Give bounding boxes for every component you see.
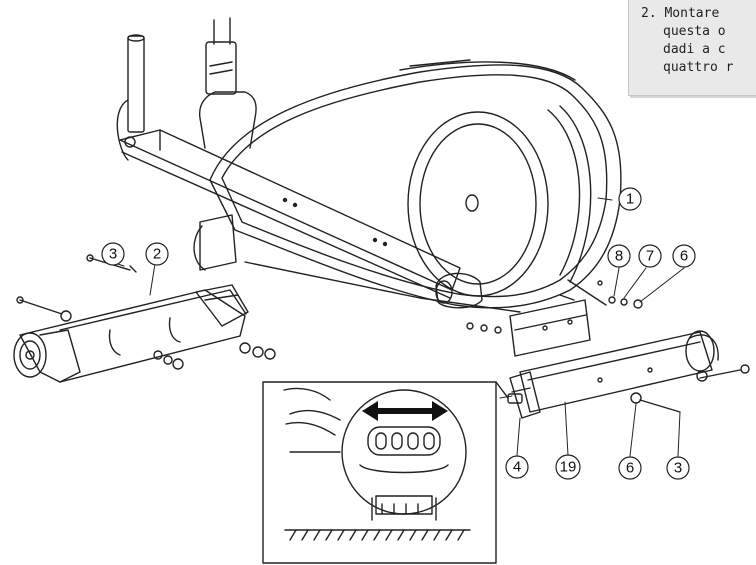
callout-label: 8	[615, 248, 623, 265]
callout-label: 7	[646, 248, 654, 265]
callout-label: 4	[513, 459, 521, 476]
rear-stabilizer	[13, 254, 276, 383]
callout-2: 2	[145, 242, 169, 266]
callout-label: 6	[680, 248, 688, 265]
main-frame	[116, 17, 622, 357]
callout-8: 8	[607, 244, 631, 268]
instruction-line: quattro r	[663, 60, 734, 75]
callout-19: 19	[555, 454, 581, 480]
instruction-box: 2. Montare questa o dadi a c quattro r	[628, 0, 756, 96]
callout-6b: 6	[618, 456, 642, 480]
callout-1: 1	[618, 187, 642, 211]
double-arrow-icon	[362, 401, 448, 421]
callout-label: 3	[674, 460, 682, 477]
instruction-line: dadi a c	[663, 42, 726, 57]
callout-3b: 3	[666, 456, 690, 480]
callout-label: 19	[560, 459, 577, 476]
slot-indicator-1	[375, 432, 387, 450]
callout-7: 7	[638, 244, 662, 268]
callout-label: 3	[109, 246, 117, 263]
instruction-line: questa o	[663, 24, 726, 39]
slot-indicator-4	[423, 432, 435, 450]
slot-indicator-3	[407, 432, 419, 450]
callout-label: 1	[626, 191, 634, 208]
callout-label: 6	[626, 460, 634, 477]
callout-label: 2	[153, 246, 161, 263]
slot-indicators	[375, 432, 435, 450]
callout-4: 4	[505, 455, 529, 479]
callout-3a: 3	[101, 242, 125, 266]
front-stabilizer	[466, 296, 750, 419]
instruction-line: 2. Montare	[641, 6, 720, 21]
callout-6a: 6	[672, 244, 696, 268]
slot-indicator-2	[391, 432, 403, 450]
